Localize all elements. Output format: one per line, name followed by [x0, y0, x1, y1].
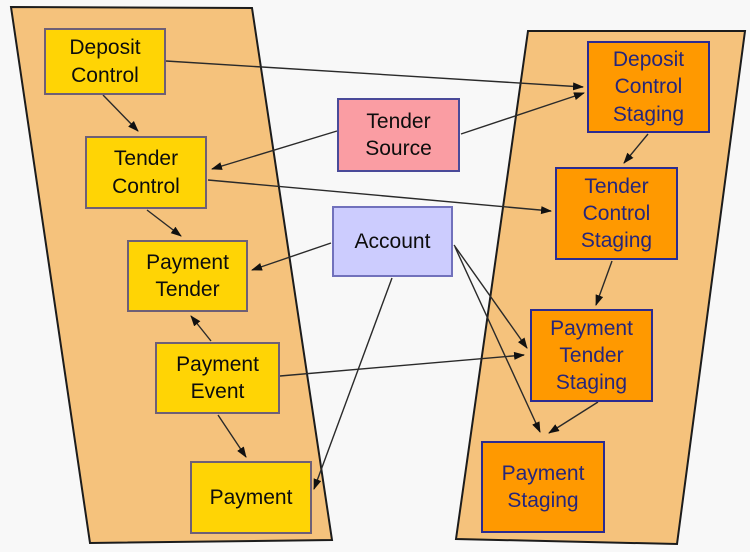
edge-account-to-payment-staging — [454, 246, 541, 433]
edge-tender-control-to-payment-tender — [146, 209, 182, 237]
node-payment-event: Payment Event — [155, 342, 280, 414]
node-payment: Payment — [190, 461, 312, 534]
edge-tender-control-to-tender-control-staging — [207, 179, 552, 215]
node-deposit-control: Deposit Control — [44, 28, 166, 95]
edge-deposit-control-to-deposit-control-staging — [165, 60, 584, 91]
edge-account-to-payment-tender — [251, 242, 332, 271]
right-funnel-shape — [454, 30, 747, 546]
edge-tender-source-to-tender-control — [211, 130, 338, 170]
edge-payment-event-to-payment — [217, 414, 247, 458]
edge-payment-tender-staging-to-payment-staging — [548, 401, 599, 434]
node-tender-control: Tender Control — [85, 136, 207, 209]
node-tender-control-staging: Tender Control Staging — [555, 167, 678, 260]
edge-deposit-control-staging-to-tender-control-staging — [623, 133, 649, 164]
node-payment-staging: Payment Staging — [481, 441, 605, 533]
edge-account-to-payment-tender-staging — [453, 244, 528, 349]
edge-account-to-payment — [313, 277, 393, 490]
node-tender-source: Tender Source — [337, 98, 460, 172]
node-payment-tender-staging: Payment Tender Staging — [530, 309, 653, 402]
edge-tender-control-staging-to-payment-tender-staging — [595, 260, 613, 306]
edge-deposit-control-to-tender-control — [102, 94, 139, 132]
node-deposit-control-staging: Deposit Control Staging — [587, 41, 710, 133]
edge-payment-event-to-payment-tender-staging — [279, 351, 525, 377]
edge-payment-event-to-payment-tender — [190, 315, 212, 342]
node-account: Account — [332, 206, 453, 277]
node-payment-tender: Payment Tender — [127, 240, 248, 312]
edge-tender-source-to-deposit-control-staging — [460, 92, 585, 135]
